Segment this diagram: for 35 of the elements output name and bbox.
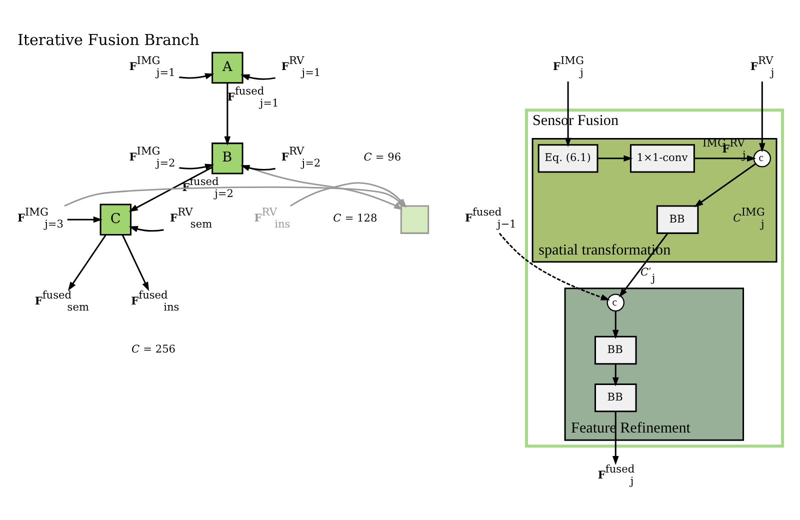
label: C = 128 <box>333 212 378 225</box>
arrow <box>240 164 276 171</box>
node-box: BB <box>656 205 699 234</box>
diagram-title: Iterative Fusion Branch <box>17 31 200 50</box>
arrow <box>612 311 619 339</box>
arrow <box>224 83 231 146</box>
arrow <box>242 164 403 210</box>
node-circle: c <box>753 150 772 168</box>
arrow <box>122 234 150 292</box>
node-box: 1×1-conv <box>630 144 695 173</box>
node-box: C <box>100 204 132 236</box>
arrow <box>68 234 107 291</box>
node-box: B <box>212 142 244 174</box>
arrow <box>758 82 766 152</box>
arrow <box>67 216 102 223</box>
label: C = 96 <box>364 151 402 164</box>
arrow <box>598 155 633 162</box>
arrow <box>128 166 212 212</box>
arrow <box>179 164 214 170</box>
node-box: Eq. (6.1) <box>538 144 598 173</box>
node-box: A <box>212 52 244 84</box>
arrow <box>240 74 276 80</box>
arrow <box>498 232 610 300</box>
arrow <box>128 226 164 232</box>
node-circle: c <box>606 294 624 312</box>
arrow <box>694 155 756 162</box>
arrow <box>612 412 619 466</box>
arrow <box>179 73 214 80</box>
node-box: BB <box>594 383 637 412</box>
node-box: BB <box>594 336 637 365</box>
label: C = 256 <box>132 343 176 356</box>
arrow <box>564 82 572 147</box>
arrow <box>612 364 619 386</box>
node-box <box>400 205 430 234</box>
arrow <box>694 163 756 208</box>
